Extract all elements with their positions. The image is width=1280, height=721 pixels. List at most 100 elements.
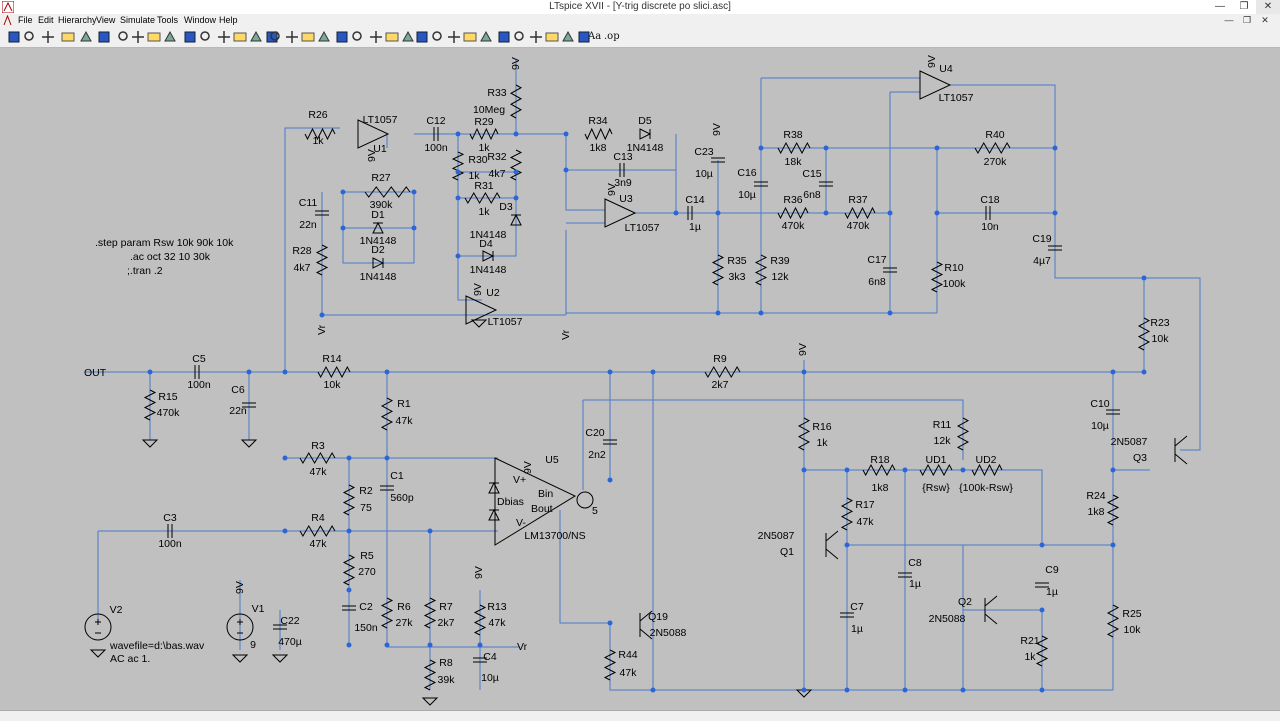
- r36-ref-label: R36: [783, 194, 802, 206]
- c4-value-label: 10µ: [481, 672, 499, 684]
- menu-help[interactable]: Help: [219, 15, 238, 25]
- zoom-in-icon[interactable]: [116, 29, 132, 45]
- c14-value-label: 1µ: [689, 221, 701, 233]
- grid-icon[interactable]: [198, 29, 214, 45]
- print-icon[interactable]: [334, 29, 350, 45]
- r25-ref-label: R25: [1122, 608, 1141, 620]
- diode-icon[interactable]: [462, 29, 478, 45]
- minimize-button[interactable]: —: [1215, 1, 1225, 12]
- maximize-button[interactable]: ❐: [1239, 1, 1249, 12]
- menu-view[interactable]: View: [96, 15, 116, 25]
- control-panel-icon[interactable]: [60, 29, 76, 45]
- r13-ref-label: R13: [487, 601, 506, 613]
- mdi-close-button[interactable]: ✕: [1261, 15, 1269, 25]
- draw-wire-icon[interactable]: [368, 29, 384, 45]
- r5-value-label: 270: [358, 566, 376, 578]
- menu-file[interactable]: File: [18, 15, 33, 25]
- mirror-icon[interactable]: [576, 29, 592, 45]
- zoom-full-icon[interactable]: [130, 29, 146, 45]
- spice-directive-button[interactable]: .op: [604, 31, 620, 42]
- mdi-restore-button[interactable]: ❐: [1242, 15, 1252, 25]
- r4-value-label: 47k: [310, 538, 328, 550]
- r1-ref-label: R1: [397, 398, 411, 410]
- r24-value-label: 1k8: [1088, 506, 1105, 518]
- r27-value-label: 390k: [370, 199, 394, 211]
- move-icon[interactable]: [496, 29, 512, 45]
- ud2-value-label: {100k-Rsw}: [959, 482, 1013, 494]
- junction-dots: [147, 131, 1147, 693]
- tile-vertical-icon[interactable]: [232, 29, 248, 45]
- ac-directive: .ac oct 32 10 30k: [130, 251, 211, 263]
- pan-icon[interactable]: [96, 29, 112, 45]
- zoom-out-icon[interactable]: [146, 29, 162, 45]
- mdi-minimize-button[interactable]: —: [1224, 15, 1234, 25]
- r6-value-label: 27k: [396, 617, 414, 629]
- r6-ref-label: R6: [397, 601, 411, 613]
- c9-value-label: 1µ: [1046, 586, 1058, 598]
- r37-value-label: 470k: [847, 220, 871, 232]
- close-button[interactable]: ✕: [1256, 0, 1280, 14]
- open-icon[interactable]: [22, 29, 38, 45]
- component-icon[interactable]: [478, 29, 494, 45]
- u1-ref-label: U1: [373, 143, 387, 155]
- print-preview-icon[interactable]: [350, 29, 366, 45]
- ltspice-app-icon[interactable]: [2, 1, 14, 13]
- capacitor-icon[interactable]: [430, 29, 446, 45]
- c14-ref-label: C14: [685, 194, 704, 206]
- r44-ref-label: R44: [618, 649, 637, 661]
- menu-window[interactable]: Window: [184, 15, 217, 25]
- c6-ref-label: C6: [231, 384, 245, 396]
- menu-bar: File Edit Hierarchy View Simulate Tools …: [0, 14, 1280, 27]
- label-net-icon[interactable]: [400, 29, 416, 45]
- u5-dbias-label: Dbias: [497, 496, 524, 508]
- inductor-icon[interactable]: [446, 29, 462, 45]
- c19-value-label: 4µ7: [1033, 255, 1051, 267]
- q2-value-label: 2N5088: [929, 613, 966, 625]
- c11-ref-label: C11: [299, 197, 318, 209]
- c12-value-label: 100n: [424, 142, 448, 154]
- close-all-icon[interactable]: [264, 29, 280, 45]
- document-icon[interactable]: [3, 15, 12, 26]
- rotate-icon[interactable]: [560, 29, 576, 45]
- tile-horizontal-icon[interactable]: [216, 29, 232, 45]
- text-tool-button[interactable]: Aa: [588, 31, 602, 42]
- r13-value-label: 47k: [489, 617, 507, 629]
- save-icon[interactable]: [40, 29, 56, 45]
- q3-value-label: 2N5087: [1111, 436, 1148, 448]
- d2-ref-label: D2: [371, 244, 385, 256]
- drag-icon[interactable]: [512, 29, 528, 45]
- d1-ref-label: D1: [371, 209, 385, 221]
- zoom-cancel-icon[interactable]: [162, 29, 178, 45]
- r33-value-label: 10Meg: [473, 104, 505, 116]
- autorange-icon[interactable]: [182, 29, 198, 45]
- vr-net-label-1: Vr: [560, 329, 572, 340]
- c16-value-label: 10µ: [738, 189, 756, 201]
- resistor-icon[interactable]: [414, 29, 430, 45]
- r34-ref-label: R34: [588, 115, 607, 127]
- u1-value-label: LT1057: [363, 114, 398, 126]
- halt-icon[interactable]: [78, 29, 94, 45]
- menu-edit[interactable]: Edit: [38, 15, 54, 25]
- r8-value-label: 39k: [438, 674, 456, 686]
- c16-ref-label: C16: [737, 167, 756, 179]
- paste-icon[interactable]: [300, 29, 316, 45]
- cascade-icon[interactable]: [248, 29, 264, 45]
- c5-value-label: 100n: [187, 379, 211, 391]
- redo-icon[interactable]: [544, 29, 560, 45]
- undo-icon[interactable]: [528, 29, 544, 45]
- r40-value-label: 270k: [984, 156, 1008, 168]
- u5-bin-label: Bin: [538, 488, 553, 500]
- supply-9v-label-3: 9V: [606, 183, 618, 196]
- find-icon[interactable]: [316, 29, 332, 45]
- copy-icon[interactable]: [284, 29, 300, 45]
- menu-tools[interactable]: Tools: [157, 15, 179, 25]
- ud2-ref-label: UD2: [975, 454, 996, 466]
- run-icon[interactable]: [6, 29, 22, 45]
- ground-icon[interactable]: [384, 29, 400, 45]
- menu-hierarchy[interactable]: Hierarchy: [58, 15, 97, 25]
- cut-icon[interactable]: [268, 29, 284, 45]
- menu-simulate[interactable]: Simulate: [120, 15, 156, 25]
